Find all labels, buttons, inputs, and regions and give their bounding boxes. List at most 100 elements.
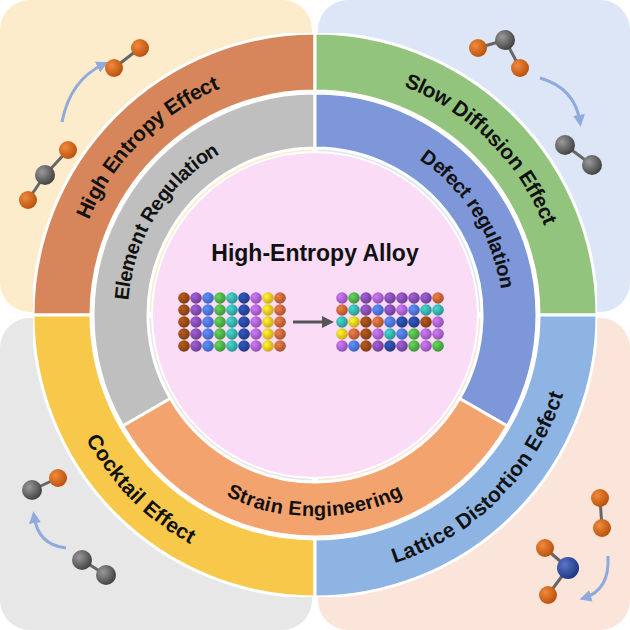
label-letter: n [496,274,518,289]
atom [274,316,286,328]
atom [262,292,274,304]
atom [384,328,396,340]
ring-shape [33,315,315,597]
atom [214,328,226,340]
center-circle: High-Entropy Alloy [151,151,479,479]
disordered-lattice [336,292,444,352]
atom [336,292,348,304]
atom [226,328,238,340]
atom [178,292,190,304]
atom [202,340,214,352]
segment-outline [151,151,479,479]
atom [226,340,238,352]
ring-label: Strain Engineering [93,93,537,537]
ring-segment: Strain Engineering [93,93,537,537]
transform-arrow [293,321,328,324]
atom [396,304,408,316]
ring-label: Cocktail Effect [33,33,597,597]
atom [360,340,372,352]
ring-label: Lattice Distortion Eefect [33,33,597,597]
atom [360,304,372,316]
atom [274,340,286,352]
atom [348,304,360,316]
atom [262,340,274,352]
atom [372,304,384,316]
ring-segment: Lattice Distortion Eefect [33,33,597,597]
atom [408,292,420,304]
atom [274,328,286,340]
atom [420,292,432,304]
atom [372,316,384,328]
atom [384,340,396,352]
atom [238,292,250,304]
ring-label: Element Regulation [93,93,537,537]
atom [190,304,202,316]
atom [226,316,238,328]
atom [202,328,214,340]
atom [238,316,250,328]
atom [372,340,384,352]
atom [396,340,408,352]
atom [432,328,444,340]
atom [262,316,274,328]
label-letter: E [287,498,302,519]
atom [190,328,202,340]
atom [250,292,262,304]
atom [250,340,262,352]
atom [214,340,226,352]
atom [348,340,360,352]
atom [178,328,190,340]
atom [408,304,420,316]
ring-shape [315,315,597,597]
ordered-lattice [178,292,286,352]
atom [420,316,432,328]
atom [336,328,348,340]
atom [360,328,372,340]
atom [202,316,214,328]
atom [396,292,408,304]
atom [178,304,190,316]
atom [336,340,348,352]
atom [214,316,226,328]
atom [250,316,262,328]
atom [396,316,408,328]
atom [360,316,372,328]
atom [190,340,202,352]
atom [432,316,444,328]
label-letter: n [301,499,314,519]
atom [336,304,348,316]
atom [384,316,396,328]
atom [214,292,226,304]
atom [336,316,348,328]
ring-segment: Element Regulation [93,93,537,537]
atom [432,292,444,304]
atom [178,340,190,352]
atom [274,304,286,316]
molecule-icon [536,489,611,604]
atom [408,328,420,340]
atom [360,292,372,304]
atom [238,328,250,340]
atom [178,316,190,328]
atom [250,304,262,316]
atom [408,316,420,328]
atom [348,328,360,340]
ring-segment: Cocktail Effect [33,33,597,597]
label-letter: n [269,495,285,517]
atom [348,316,360,328]
center-title: High-Entropy Alloy [211,240,418,267]
atom [226,304,238,316]
atom [190,316,202,328]
atom [420,340,432,352]
atom [250,328,262,340]
atom [384,292,396,304]
atom [262,304,274,316]
atom [226,292,238,304]
atom [420,304,432,316]
segment-outline [93,93,537,537]
ring-label: Defect regulation [93,93,537,537]
atom [432,340,444,352]
label-letter: g [314,499,327,519]
atom [274,292,286,304]
atom [372,292,384,304]
